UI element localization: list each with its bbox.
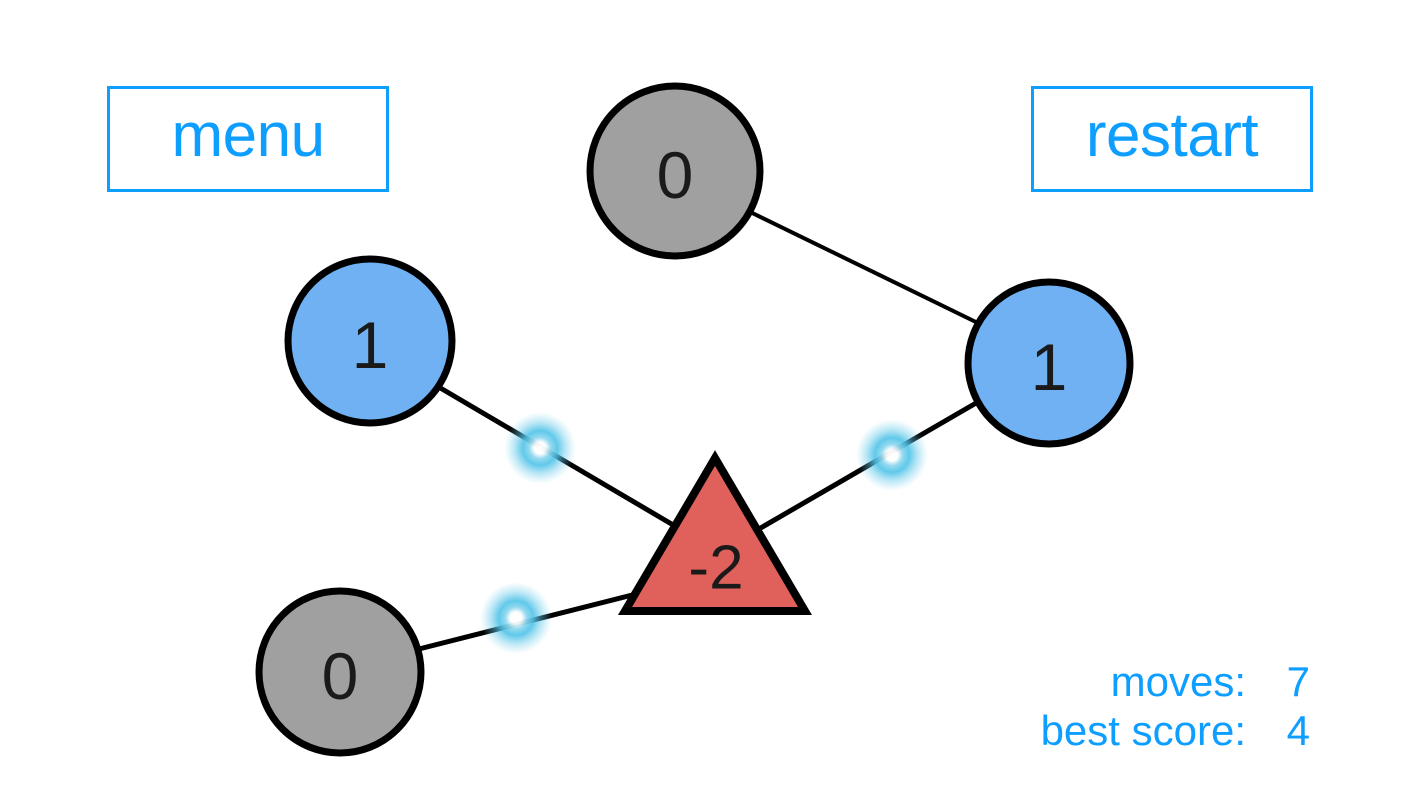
edge-token-right[interactable] <box>856 419 928 491</box>
node-circle <box>964 278 1134 448</box>
node-value-label: 1 <box>1031 330 1068 404</box>
best-score-value: 4 <box>1286 707 1310 755</box>
edge-token-bottom[interactable] <box>480 582 552 654</box>
moves-value: 7 <box>1286 657 1310 705</box>
best-score-label: best score: <box>1040 707 1246 755</box>
node-right-blue[interactable]: 1 <box>964 278 1134 448</box>
node-left-blue[interactable]: 1 <box>284 255 456 427</box>
restart-button[interactable]: restart <box>1031 86 1313 192</box>
edge-token-layer <box>480 412 928 654</box>
node-bottom-gray[interactable]: 0 <box>255 587 425 757</box>
node-top-gray[interactable]: 0 <box>586 82 764 260</box>
moves-row: moves: 7 <box>1041 657 1310 707</box>
node-triangle-shape <box>618 450 812 615</box>
node-value-label: 0 <box>322 639 359 713</box>
node-value-label: -2 <box>688 534 743 603</box>
edge-token-left[interactable] <box>504 412 576 484</box>
moves-label: moves: <box>1110 657 1246 705</box>
node-circle <box>586 82 764 260</box>
menu-button[interactable]: menu <box>107 86 389 192</box>
score-panel: moves: 7 best score: 4 <box>1041 657 1310 756</box>
node-value-label: 1 <box>352 308 389 382</box>
node-circle <box>284 255 456 427</box>
edge-top-to-right-blue[interactable] <box>738 205 984 327</box>
node-triangle-red[interactable]: -2 <box>618 450 812 615</box>
node-value-label: 0 <box>657 138 694 212</box>
node-circle <box>255 587 425 757</box>
node-layer: 0 1 1 0 -2 <box>255 82 1134 757</box>
best-score-row: best score: 4 <box>1041 706 1310 756</box>
